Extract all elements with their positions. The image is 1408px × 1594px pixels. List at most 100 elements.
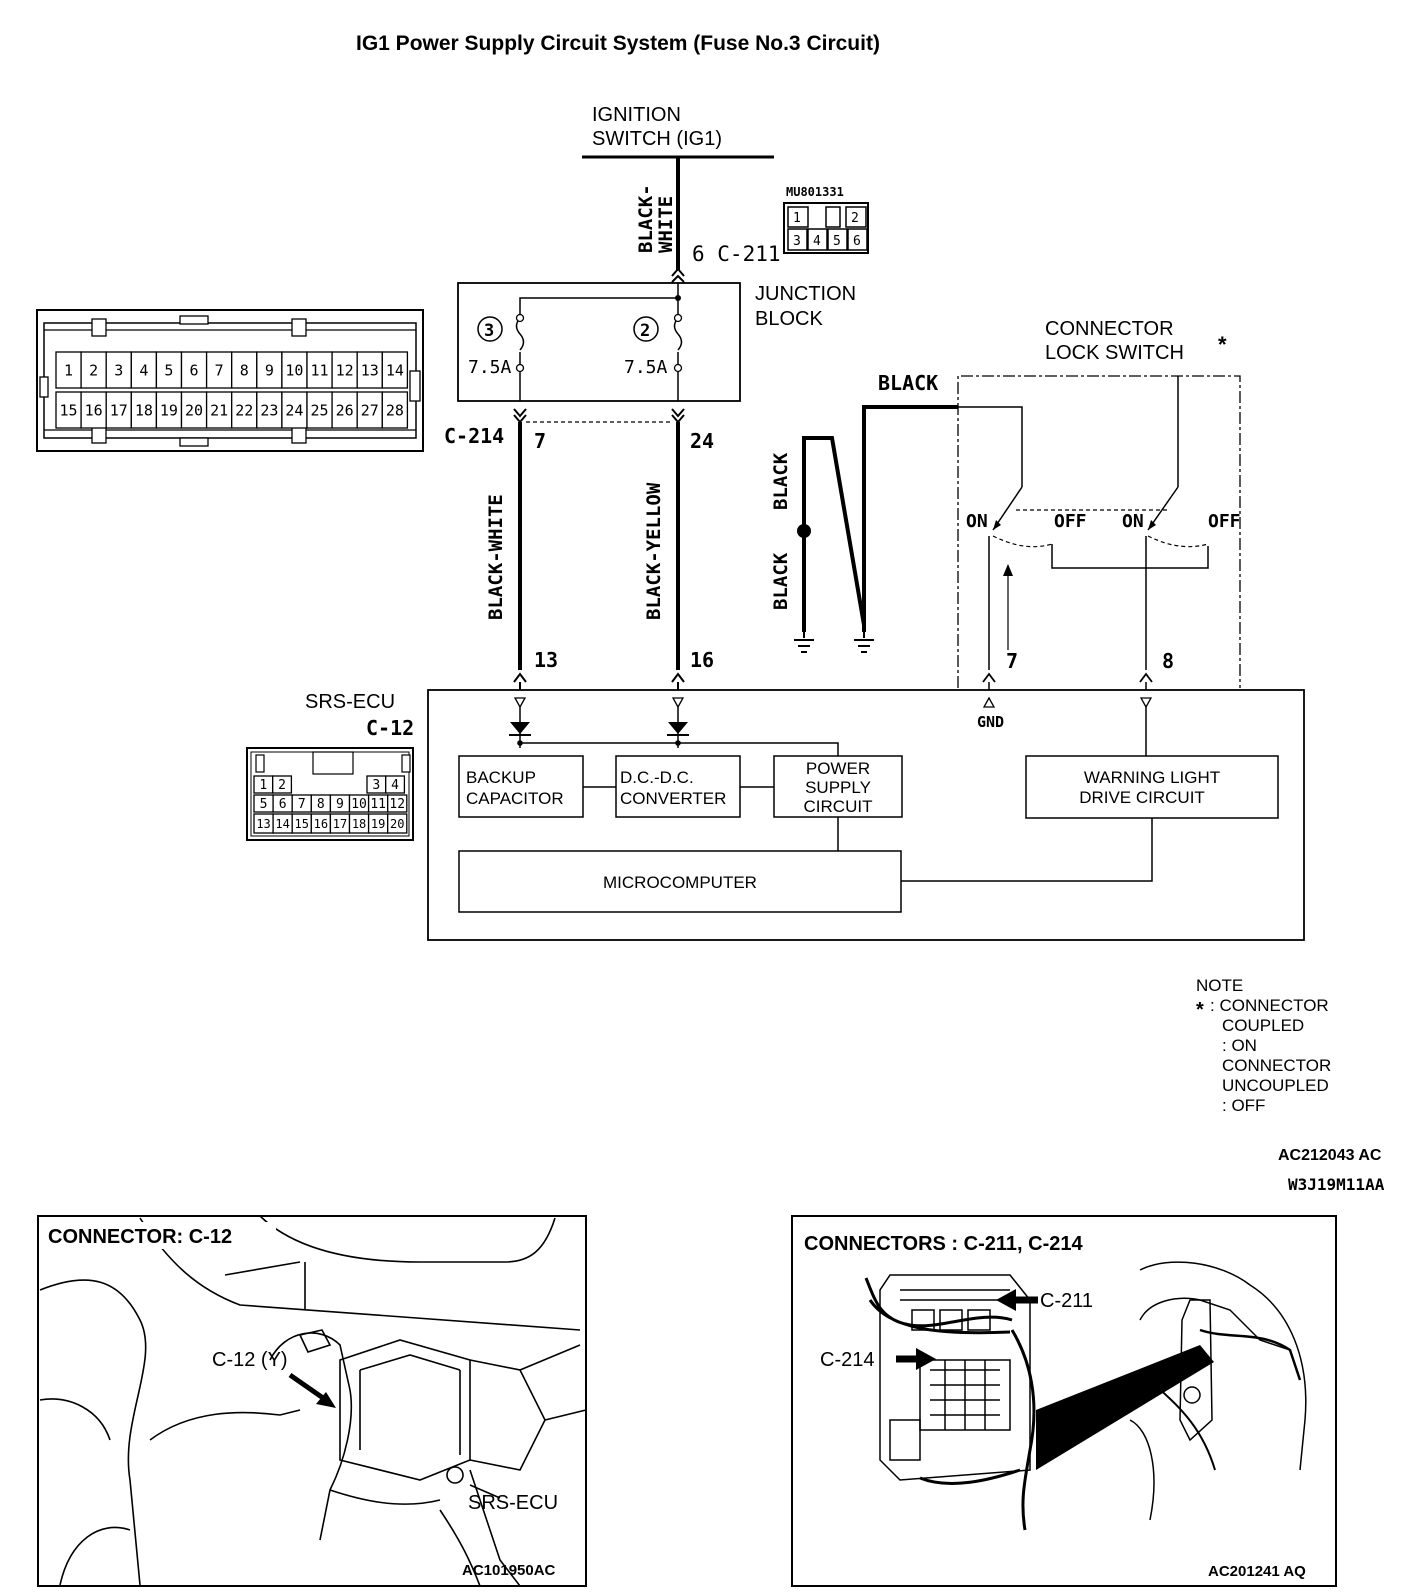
note-line-1: : CONNECTOR	[1210, 996, 1329, 1015]
connector-pin-cell	[231, 391, 258, 429]
junction-block: JUNCTION BLOCK 3 7.5A 2 7.5A	[457, 282, 856, 402]
lock-switch-wire	[958, 406, 1023, 487]
callout-srs-ecu-label: SRS-ECU	[468, 1492, 558, 1514]
connector-pin-number: 6	[279, 797, 287, 812]
connector-pin-number: 20	[390, 817, 404, 831]
connector-pin-number: 15	[60, 401, 78, 419]
connector-pin-number: 22	[235, 401, 253, 419]
connector-mu-cell	[847, 228, 868, 251]
junction-block-outline	[457, 282, 741, 402]
connector-mu-cell	[787, 228, 808, 251]
connector-pin-number: 21	[210, 401, 228, 419]
connector-pin-number: 27	[361, 401, 379, 419]
connector-mu-cell	[845, 206, 867, 228]
connector-pin-cell	[306, 351, 333, 389]
connector-pin-number: 17	[110, 401, 128, 419]
c214-pin-24: 24	[690, 429, 714, 453]
connector-28-key	[179, 315, 209, 325]
connector-28-latch	[291, 318, 307, 337]
ecu-pin-8-label: 8	[1162, 649, 1174, 673]
microcomputer-label: MICROCOMPUTER	[603, 873, 757, 892]
zoom-leader-wedge	[1036, 1345, 1214, 1470]
ecu-pin-13-label: 13	[534, 648, 558, 672]
c211-chevron-icon	[671, 267, 685, 277]
leader-line-srs-ecu	[469, 1484, 501, 1499]
connector-pin-number: 8	[240, 361, 249, 379]
connector-pin-cell	[155, 351, 183, 389]
power-supply-label-1: POWER	[806, 759, 870, 778]
connector-pin-cell	[381, 391, 409, 429]
ecu-terminal-icon	[982, 696, 996, 708]
panel-right-code: AC201241 AQ	[1208, 1563, 1306, 1580]
figure-code-2: W3J19M11AA	[1288, 1175, 1385, 1194]
callout-arrowhead-icon	[916, 1348, 936, 1370]
ecu-pin-16-label: 16	[690, 648, 714, 672]
fuse-2-rating: 7.5A	[624, 357, 668, 378]
srs-ecu: SRS-ECU C-12 GND BACKUP CAPACITOR D.C.-D…	[305, 689, 1305, 941]
connector-pin-number: 12	[389, 797, 405, 812]
panel-left-frame	[37, 1215, 587, 1587]
panel-left-title: CONNECTOR: C-12	[48, 1226, 232, 1248]
panel-left-illustration	[39, 1215, 587, 1587]
connector-pin-cell	[105, 391, 132, 429]
connector-pin-number: 14	[275, 817, 289, 831]
ecu-terminal-icon	[513, 697, 527, 709]
lock-switch-label-1: CONNECTOR	[1045, 318, 1174, 340]
connector-pin-number: 18	[135, 401, 153, 419]
connector-pin-number: 5	[260, 797, 268, 812]
lock-switch-arrow-icon	[1148, 520, 1156, 530]
junction-block-label-1: JUNCTION	[755, 283, 856, 305]
backup-capacitor-label-2: CAPACITOR	[466, 789, 564, 808]
connector-pin-number: 4	[391, 778, 399, 793]
ecu-pin-13-chevron-icon	[513, 672, 527, 683]
connector-pin-number: 19	[371, 817, 385, 831]
connector-pin-cell	[356, 391, 383, 429]
connector-mu-cell	[827, 228, 848, 251]
wire-label-black-white: BLACK-WHITE	[485, 494, 507, 620]
connector-pin-cell	[256, 391, 283, 429]
c214-pin-7: 7	[534, 429, 546, 453]
connector-pin-number: 1	[64, 361, 73, 379]
ecu-pin-16-chevron-icon	[671, 672, 685, 683]
c214-label: C-214	[444, 424, 504, 448]
connector-lock-switch: CONNECTOR LOCK SWITCH * ON OFF ON OFF 7 …	[957, 318, 1241, 690]
connector-pin-number: 20	[185, 401, 203, 419]
dcdc-converter-block	[615, 755, 741, 818]
connector-pin-number: 11	[311, 361, 329, 379]
connector-pin-cell	[180, 351, 208, 389]
wire-label-black-mid: BLACK	[770, 452, 792, 510]
connector-mu-part-number: MU801331	[786, 185, 844, 199]
c214-chevron-icon	[513, 408, 527, 418]
lock-switch-label-2: LOCK SWITCH	[1045, 342, 1184, 364]
connector-pin-cell	[231, 351, 258, 389]
note-line-6: : OFF	[1222, 1096, 1265, 1115]
connector-pin-number: 4	[139, 361, 148, 379]
warning-light-label-2: DRIVE CIRCUIT	[1079, 788, 1205, 807]
lock-switch-on-right: ON	[1122, 511, 1144, 532]
fuse-terminal	[673, 313, 683, 323]
ecu-terminal-icon	[671, 697, 685, 709]
panel-right-illustration	[864, 1261, 1307, 1531]
callout-arrowhead-icon	[996, 1289, 1016, 1311]
backup-capacitor-block	[458, 755, 584, 818]
connector-pin-number: 19	[160, 401, 178, 419]
lock-switch-off-bridge	[1051, 544, 1209, 569]
microcomputer-block	[458, 850, 902, 913]
connector-pin-number: 16	[314, 817, 328, 831]
ignition-switch-label-2: SWITCH (IG1)	[592, 128, 722, 150]
connector-pin-number: 15	[295, 817, 309, 831]
warning-light-label-1: WARNING LIGHT	[1084, 768, 1220, 787]
connector-pin-cell	[205, 391, 233, 429]
note-heading: NOTE	[1196, 976, 1243, 995]
wire-label-black-low: BLACK	[770, 552, 792, 610]
backup-capacitor-label-1: BACKUP	[466, 768, 536, 787]
ecu-pin-7-chevron-icon	[982, 672, 996, 683]
fuse-2-number: 2	[640, 321, 650, 341]
fuse-3-icon	[515, 317, 525, 351]
junction-block-label-2: BLOCK	[755, 308, 823, 330]
junction-internal-wire	[519, 283, 679, 318]
lock-switch-on-left: ON	[966, 511, 988, 532]
connector-pin-number: 26	[336, 401, 354, 419]
